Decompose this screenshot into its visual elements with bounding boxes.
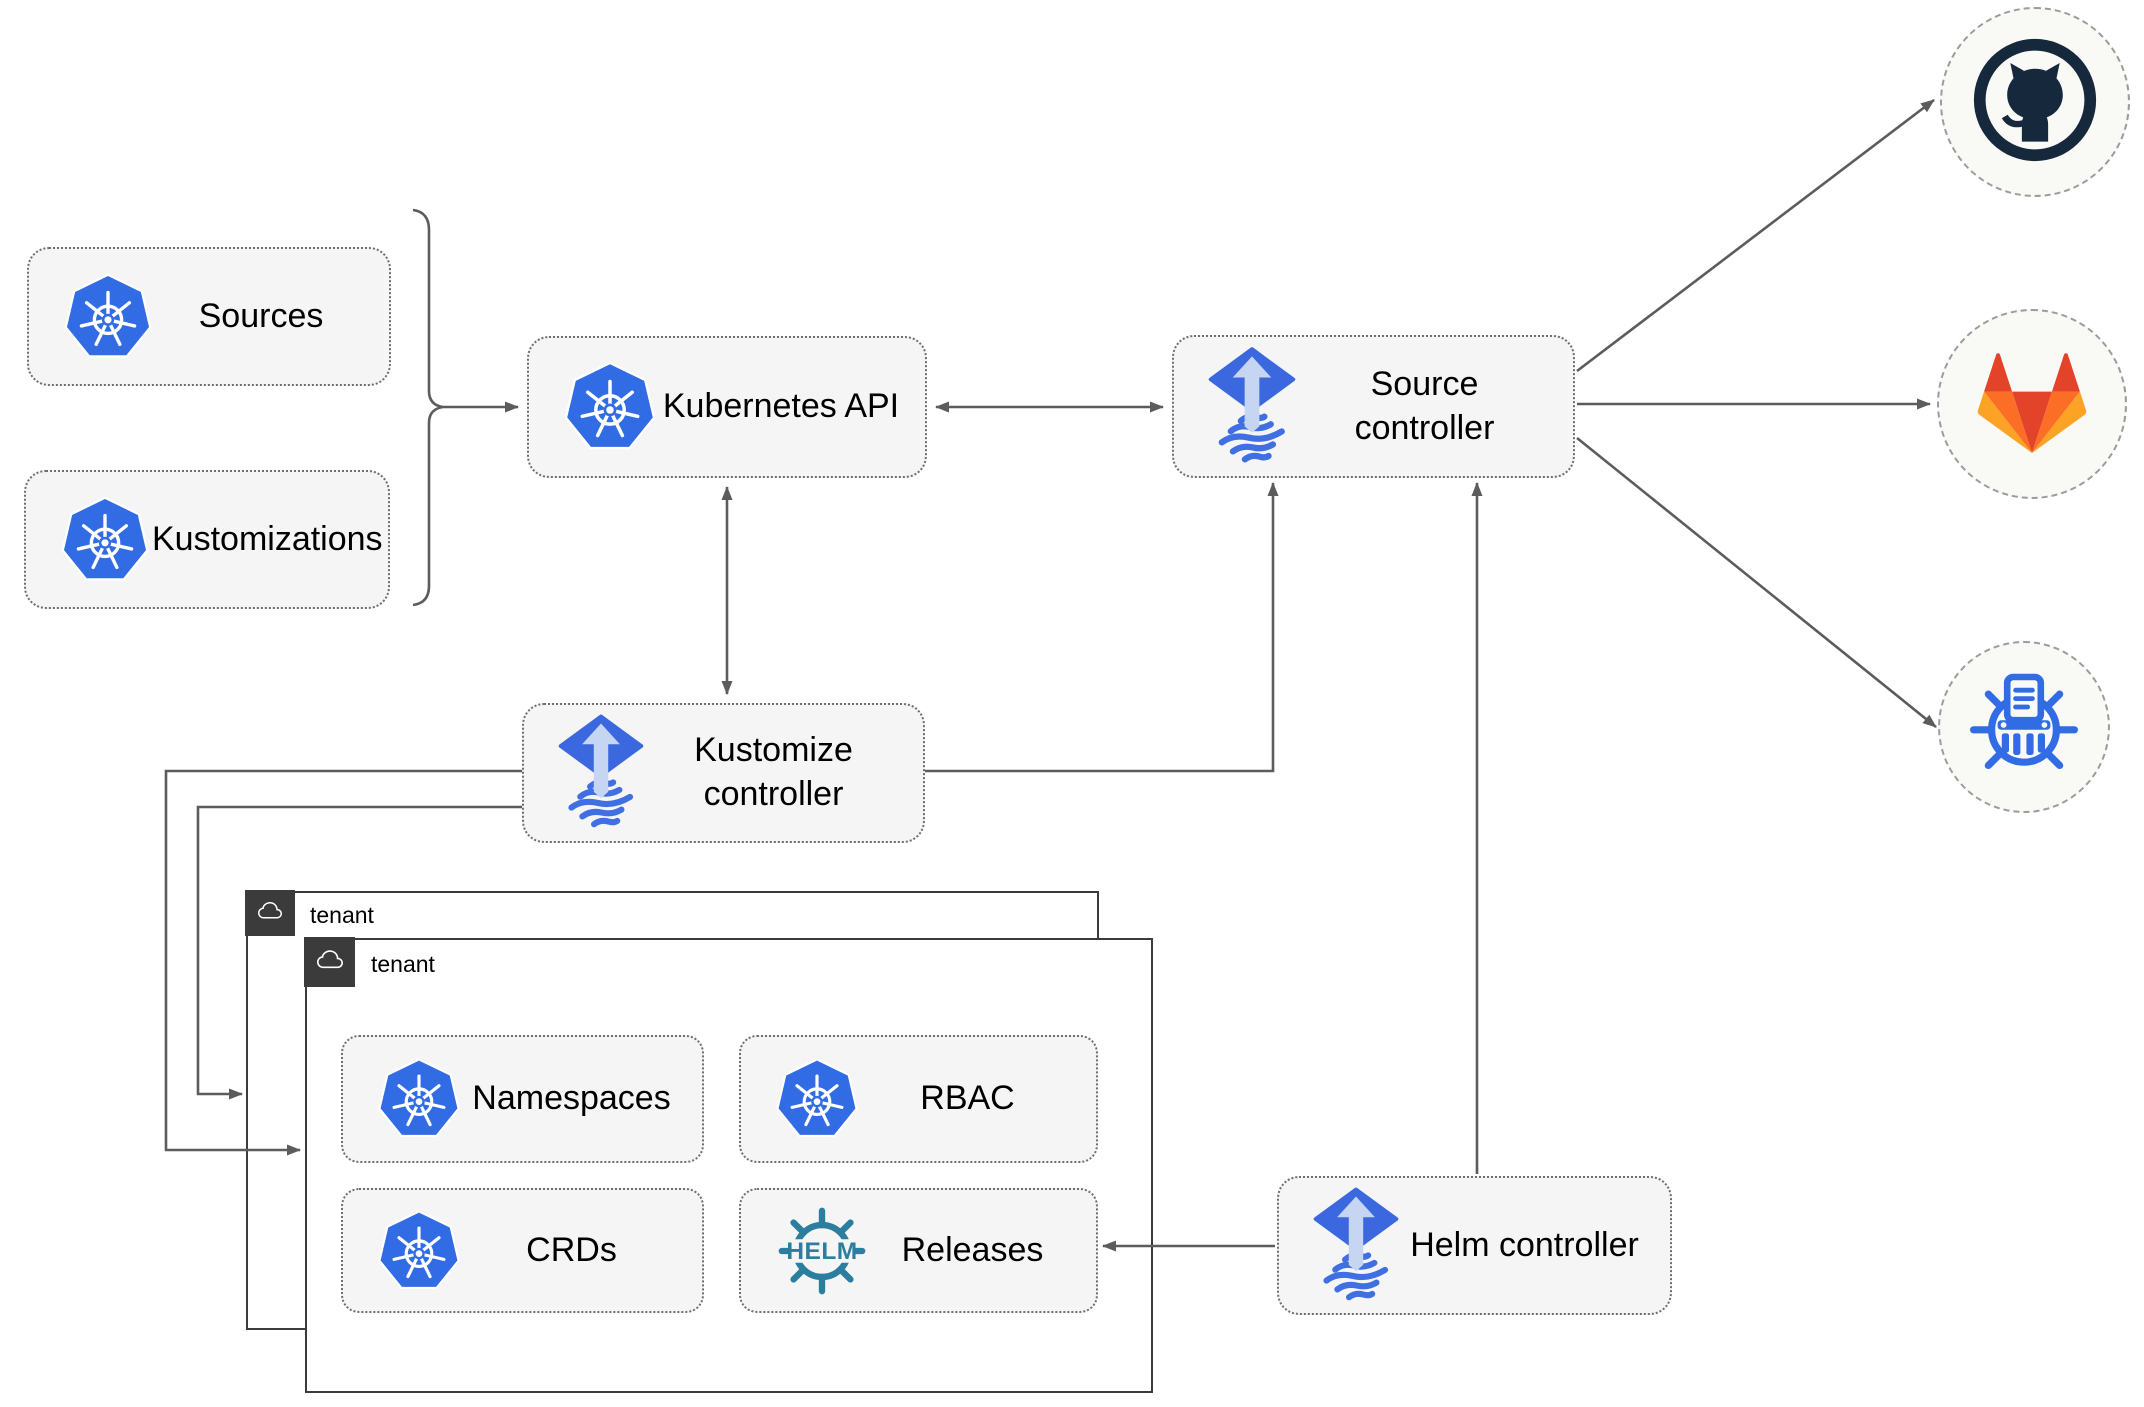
helm-icon bbox=[773, 1202, 871, 1300]
node-label: Kustomize controller bbox=[694, 731, 853, 813]
node-label: Kubernetes API bbox=[662, 387, 900, 426]
node-label: Kustomizations bbox=[152, 519, 383, 558]
arrow-source-to-github bbox=[1576, 98, 1935, 373]
tenant-label: tenant bbox=[310, 902, 374, 928]
flux-icon bbox=[556, 714, 646, 832]
cloud-icon bbox=[314, 947, 346, 978]
github-icon bbox=[1970, 35, 2100, 170]
tenant-group-front: tenant bbox=[304, 937, 1153, 1393]
github-target bbox=[1940, 7, 2130, 197]
brace-sources-kustomizations bbox=[412, 208, 444, 607]
node-label: CRDs bbox=[526, 1230, 617, 1269]
cloud-icon bbox=[255, 899, 285, 928]
kubernetes-icon bbox=[61, 270, 155, 364]
flux-icon bbox=[1206, 347, 1298, 467]
tenant-tab bbox=[245, 890, 296, 937]
flux-icon bbox=[1311, 1187, 1401, 1305]
arrow-kustomize-to-source-controller bbox=[925, 482, 1279, 773]
helm-controller-node: Helm controller bbox=[1277, 1176, 1672, 1315]
node-label: RBAC bbox=[920, 1079, 1015, 1118]
node-label: Sources bbox=[198, 296, 324, 335]
kubernetes-icon bbox=[375, 1207, 463, 1295]
arrow-source-to-chartmuseum bbox=[1576, 436, 1937, 729]
node-label: Releases bbox=[901, 1230, 1044, 1269]
rbac-node: RBAC bbox=[739, 1035, 1098, 1163]
kustomize-controller-node: Kustomize controller bbox=[522, 703, 925, 843]
node-label: Helm controller bbox=[1410, 1225, 1639, 1264]
chartmuseum-target bbox=[1938, 641, 2110, 813]
node-label: Namespaces bbox=[472, 1079, 671, 1118]
sources-node: Sources bbox=[27, 247, 391, 386]
releases-node: Releases bbox=[739, 1188, 1098, 1313]
tenant-tab bbox=[304, 937, 356, 988]
kubernetes-icon bbox=[773, 1055, 861, 1143]
kubernetes-icon bbox=[561, 358, 659, 456]
kubernetes-icon bbox=[375, 1055, 463, 1143]
kubernetes-api-node: Kubernetes API bbox=[527, 336, 927, 478]
source-controller-node: Source controller bbox=[1172, 335, 1575, 478]
namespaces-node: Namespaces bbox=[341, 1035, 704, 1163]
crds-node: CRDs bbox=[341, 1188, 704, 1313]
kubernetes-icon bbox=[58, 493, 152, 587]
tenant-label: tenant bbox=[371, 951, 435, 977]
kustomizations-node: Kustomizations bbox=[24, 470, 390, 609]
gitlab-icon bbox=[1967, 337, 2097, 472]
gitlab-target bbox=[1937, 309, 2127, 499]
chartmuseum-icon bbox=[1964, 665, 2084, 790]
node-label: Source controller bbox=[1354, 364, 1495, 447]
